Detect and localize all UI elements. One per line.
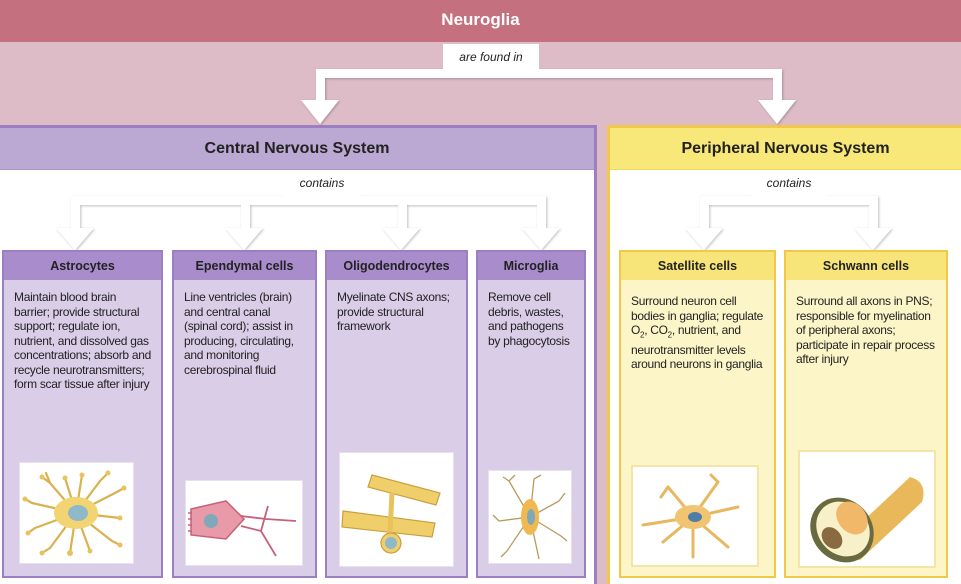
pns-relation-contains: contains xyxy=(751,171,827,196)
description-text: , CO xyxy=(644,323,668,337)
card-ependymal-cells: Ependymal cells Line ventricles (brain) … xyxy=(172,250,317,578)
relation-found-in: are found in xyxy=(443,44,539,70)
description-text: , nutrient, and neurotransmitter levels … xyxy=(631,323,763,372)
card-schwann-cells: Schwann cells Surround all axons in PNS;… xyxy=(784,250,948,578)
card-description: Surround all axons in PNS; responsible f… xyxy=(796,294,935,366)
card-oligodendrocytes: Oligodendrocytes Myelinate CNS axons; pr… xyxy=(325,250,468,578)
card-title: Microglia xyxy=(478,252,584,280)
card-title: Ependymal cells xyxy=(174,252,315,280)
oligodendrocyte-icon xyxy=(339,452,454,567)
subscript: 2 xyxy=(640,330,645,340)
description-text: Surround neuron cell bodies in ganglia; … xyxy=(631,294,764,337)
card-title: Astrocytes xyxy=(4,252,161,280)
card-description: Remove cell debris, wastes, and pathogen… xyxy=(488,290,570,348)
neuroglia-title: Neuroglia xyxy=(0,0,961,42)
ependymal-cell-icon xyxy=(185,480,303,566)
microglia-icon xyxy=(488,470,572,564)
astrocyte-icon xyxy=(19,462,134,564)
cns-relation-contains: contains xyxy=(283,171,361,196)
card-description: Surround neuron cell bodies in ganglia; … xyxy=(621,280,774,372)
card-description: Myelinate CNS axons; provide structural … xyxy=(337,290,450,333)
card-title: Oligodendrocytes xyxy=(327,252,466,280)
pns-header: Peripheral Nervous System xyxy=(610,128,961,170)
schwann-cell-icon xyxy=(798,450,936,568)
card-title: Schwann cells xyxy=(786,252,946,280)
card-description: Maintain blood brain barrier; provide st… xyxy=(14,290,151,391)
card-description: Line ventricles (brain) and central cana… xyxy=(184,290,294,377)
card-satellite-cells: Satellite cells Surround neuron cell bod… xyxy=(619,250,776,578)
card-microglia: Microglia Remove cell debris, wastes, an… xyxy=(476,250,586,578)
cns-header: Central Nervous System xyxy=(0,128,594,170)
card-astrocytes: Astrocytes Maintain blood brain barrier;… xyxy=(2,250,163,578)
satellite-cell-icon xyxy=(631,465,759,567)
subscript: 2 xyxy=(667,330,672,340)
card-title: Satellite cells xyxy=(621,252,774,280)
